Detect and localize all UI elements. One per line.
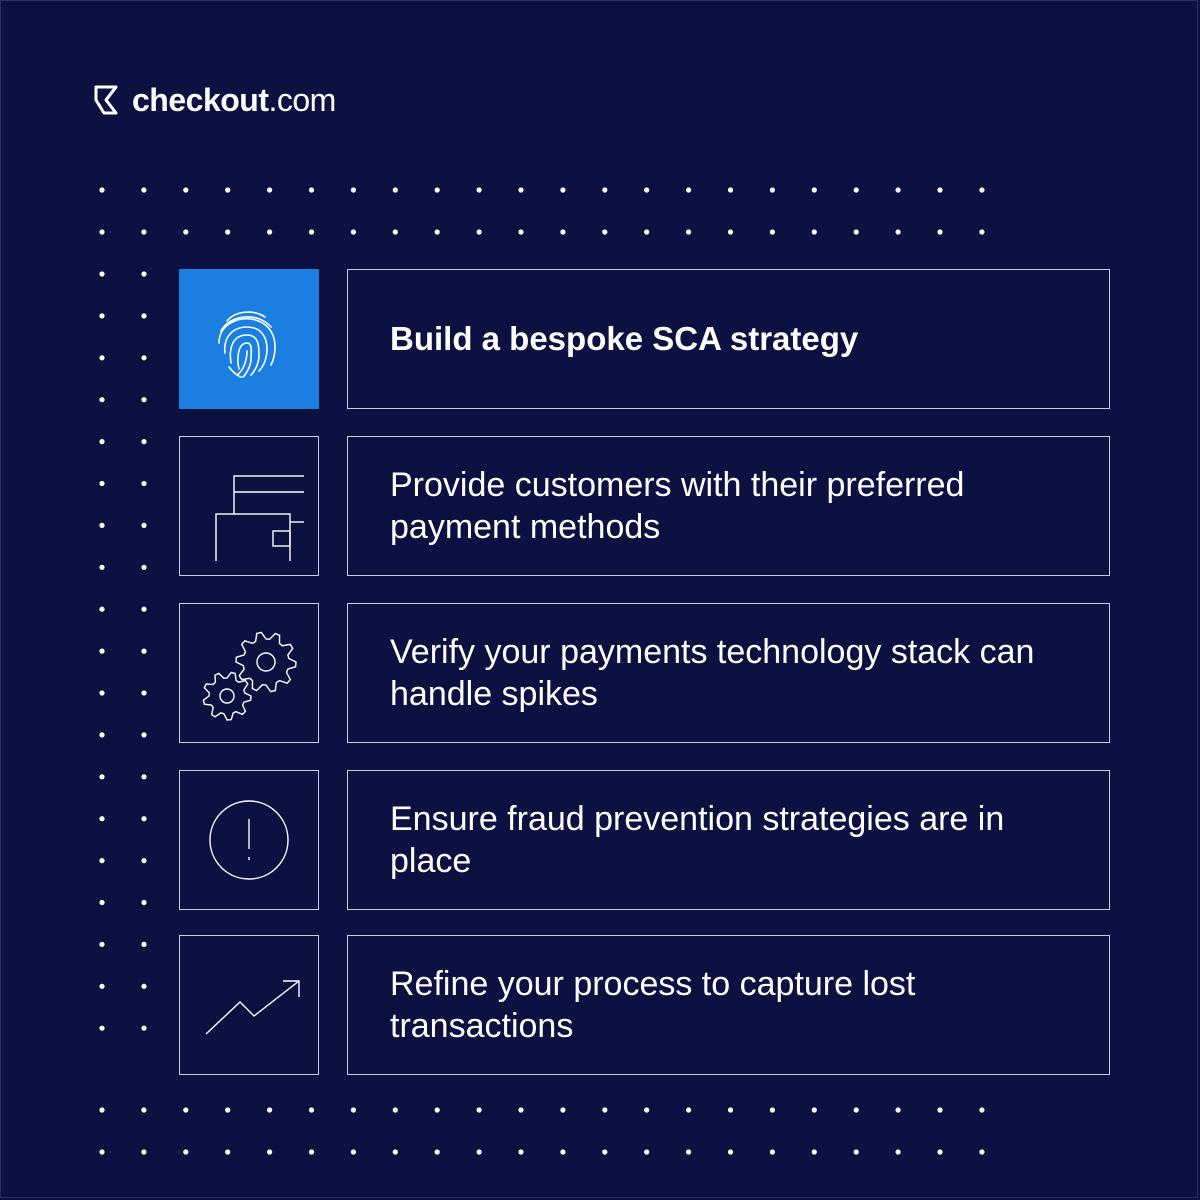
step-text-box: Ensure fraud prevention strategies are i… (347, 770, 1110, 910)
brand-wordmark: checkout.com (132, 81, 336, 118)
step-text-box: Build a bespoke SCA strategy (347, 269, 1110, 409)
step-icon-box (179, 603, 319, 743)
step-label: Verify your payments technology stack ca… (390, 633, 1035, 713)
step-label: Ensure fraud prevention strategies are i… (390, 800, 1005, 880)
step-label: Provide customers with their preferred p… (390, 466, 965, 546)
step-row-2: Provide customers with their preferred p… (179, 436, 1110, 576)
step-icon-box (179, 436, 319, 576)
step-row-3: Verify your payments technology stack ca… (179, 603, 1110, 743)
gears-icon (202, 631, 297, 721)
payment-cards-icon (215, 475, 304, 561)
step-row-1: Build a bespoke SCA strategy (179, 269, 1110, 409)
step-label: Refine your process to capture lost tran… (390, 965, 916, 1045)
step-row-5: Refine your process to capture lost tran… (179, 935, 1110, 1075)
alert-icon (209, 800, 289, 880)
step-icon-box (179, 770, 319, 910)
step-icon-box (179, 935, 319, 1075)
step-icon-box (179, 269, 319, 409)
trend-up-icon (205, 980, 300, 1035)
fingerprint-icon (218, 311, 276, 378)
step-text-box: Refine your process to capture lost tran… (347, 935, 1110, 1075)
checkout-logo-icon (94, 85, 118, 115)
step-text-box: Verify your payments technology stack ca… (347, 603, 1110, 743)
step-label: Build a bespoke SCA strategy (390, 320, 859, 357)
brand-logo: checkout.com (92, 78, 336, 122)
step-row-4: Ensure fraud prevention strategies are i… (179, 770, 1110, 910)
step-text-box: Provide customers with their preferred p… (347, 436, 1110, 576)
